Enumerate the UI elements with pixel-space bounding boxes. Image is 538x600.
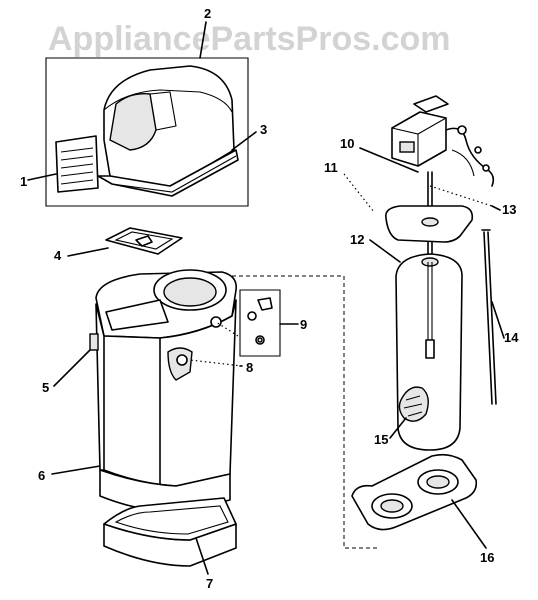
callout-13: 13 [502, 202, 516, 217]
callout-1: 1 [20, 174, 27, 189]
salt-access-cap [105, 227, 183, 255]
cover-base-trim [97, 149, 239, 197]
cabinet-assembly [89, 269, 238, 567]
callout-11: 11 [324, 160, 338, 175]
cover-assembly-frame [45, 57, 249, 207]
salt-lid-opening [105, 299, 169, 331]
callout-7: 7 [206, 576, 213, 591]
callout-3: 3 [260, 122, 267, 137]
callout-5: 5 [42, 380, 49, 395]
callout-4: 4 [54, 248, 62, 263]
callout-16: 16 [480, 550, 494, 565]
callout-6: 6 [38, 468, 45, 483]
callout-10: 10 [340, 136, 354, 151]
dashed-leader [232, 275, 380, 549]
callout-12: 12 [350, 232, 364, 247]
callout-8: 8 [246, 360, 253, 375]
callout-14: 14 [504, 330, 519, 345]
cover-window [109, 93, 157, 151]
power-cord [445, 127, 495, 187]
bypass-rod [481, 229, 497, 405]
tank-adapter-13 [384, 205, 474, 243]
leader-lines [27, 21, 505, 575]
callout-15: 15 [374, 432, 388, 447]
tank-base [351, 453, 478, 531]
brine-fittings [239, 289, 281, 357]
overflow-fitting [89, 333, 99, 351]
callout-labels: 1 2 3 4 5 6 7 8 9 10 11 12 13 14 15 16 [20, 6, 519, 591]
control-valve [391, 95, 495, 187]
decal-plate [55, 135, 99, 193]
cover-assembly [45, 57, 249, 207]
callout-2: 2 [204, 6, 211, 21]
resin-tank [395, 253, 463, 451]
watermark: AppliancePartsPros.com [48, 20, 450, 58]
callout-9: 9 [300, 317, 307, 332]
